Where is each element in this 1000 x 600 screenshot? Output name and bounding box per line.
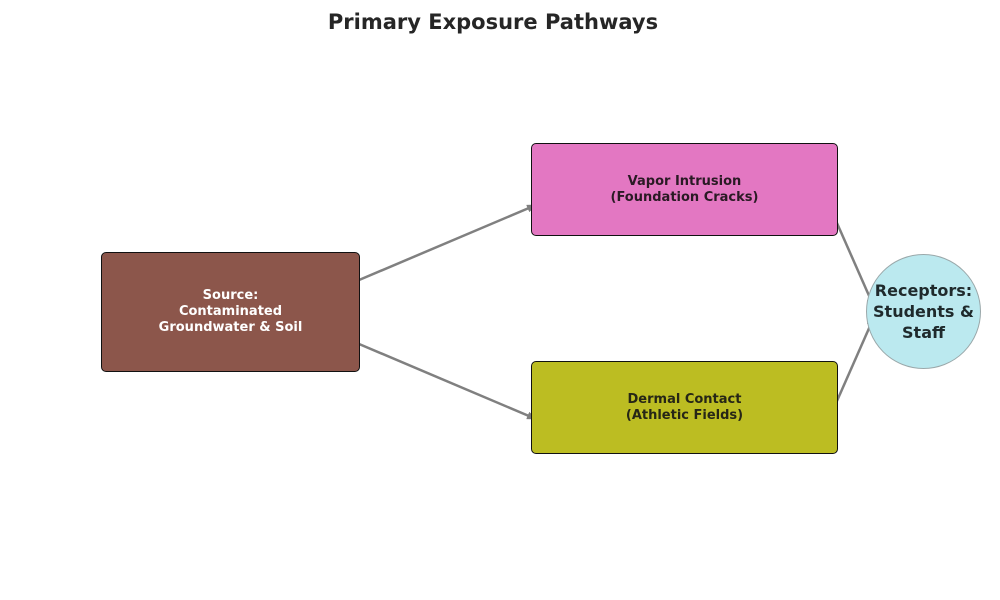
- diagram-title: Primary Exposure Pathways: [327, 10, 659, 34]
- source-node: Source: Contaminated Groundwater & Soil: [101, 252, 360, 372]
- vapor-intrusion-node: Vapor Intrusion (Foundation Cracks): [531, 143, 838, 236]
- edge-source-to-dermal: [351, 339, 537, 421]
- vapor-intrusion-node-label: Vapor Intrusion (Foundation Cracks): [610, 173, 759, 205]
- dermal-contact-node-label: Dermal Contact (Athletic Fields): [625, 391, 744, 423]
- receptor-node-label: Receptors: Students & Staff: [873, 281, 974, 342]
- dermal-contact-node: Dermal Contact (Athletic Fields): [531, 361, 838, 454]
- receptor-node: Receptors: Students & Staff: [866, 254, 981, 369]
- source-node-label: Source: Contaminated Groundwater & Soil: [158, 288, 303, 335]
- edge-source-to-vapor: [351, 203, 537, 285]
